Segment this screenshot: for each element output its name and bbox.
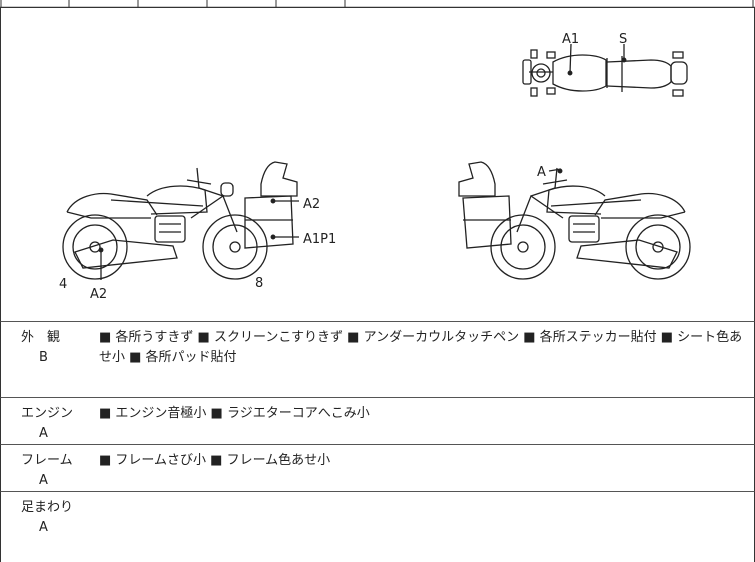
label-left-a2-lower: A2 xyxy=(90,287,107,302)
motorcycle-right-view xyxy=(458,161,691,280)
row-notes: ■ 各所うすきず ■ スクリーンこすりきず ■ アンダーカウルタッチペン ■ 各… xyxy=(99,330,743,365)
top-table-remnant xyxy=(0,0,755,8)
row-grade: B xyxy=(39,350,48,365)
damage-diagram: A1 S A2 A1P1 4 A2 8 A xyxy=(0,8,755,321)
row-exterior: 外 観 B ■ 各所うすきず ■ スクリーンこすりきず ■ アンダーカウルタッチ… xyxy=(0,321,755,398)
label-left-a2-upper: A2 xyxy=(303,197,320,212)
row-suspension: 足まわり A xyxy=(0,491,755,562)
label-left-4: 4 xyxy=(59,277,67,292)
row-category: エンジン xyxy=(21,406,74,421)
motorcycle-left-view xyxy=(62,161,299,280)
label-right-a: A xyxy=(537,165,546,180)
row-grade: A xyxy=(39,473,48,488)
row-category: フレーム xyxy=(21,453,73,468)
label-top-s: S xyxy=(619,32,627,47)
label-top-a1: A1 xyxy=(562,32,579,47)
row-frame: フレーム A ■ フレームさび小 ■ フレーム色あせ小 xyxy=(0,444,755,492)
row-grade: A xyxy=(39,426,48,441)
row-category: 足まわり xyxy=(21,500,74,515)
row-grade: A xyxy=(39,520,48,535)
motorcycle-top-view xyxy=(522,43,688,97)
label-left-8: 8 xyxy=(255,276,263,291)
row-engine: エンジン A ■ エンジン音極小 ■ ラジエターコアへこみ小 xyxy=(0,397,755,445)
row-notes: ■ エンジン音極小 ■ ラジエターコアへこみ小 xyxy=(99,406,370,421)
row-notes: ■ フレームさび小 ■ フレーム色あせ小 xyxy=(99,453,331,468)
label-left-a1p1: A1P1 xyxy=(303,232,336,247)
row-category: 外 観 xyxy=(21,330,61,345)
